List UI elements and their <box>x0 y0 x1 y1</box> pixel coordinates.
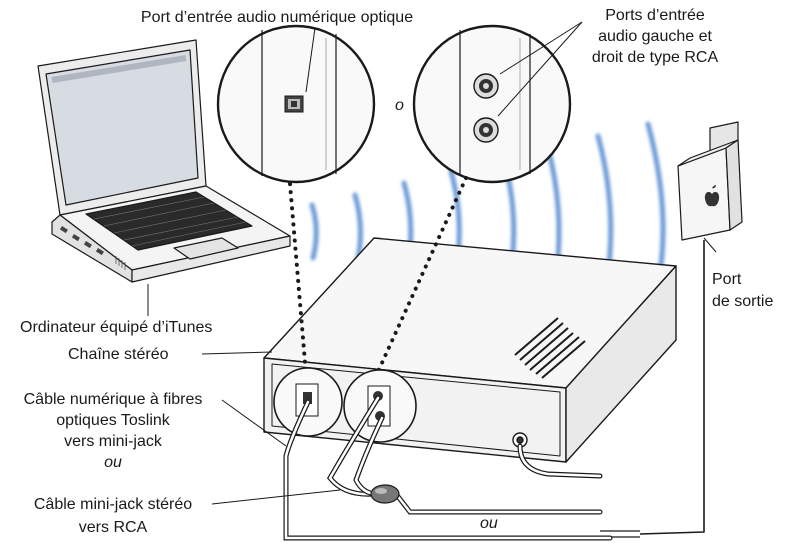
or-bottom-label: ou <box>480 515 498 532</box>
minijack-label-line2: vers RCA <box>78 519 148 536</box>
rca-ports-label-line2: audio gauche et <box>598 28 712 45</box>
output-port-label-line1: Port <box>712 271 742 288</box>
computer-label: Ordinateur équipé d’iTunes <box>20 319 213 336</box>
stereo-label: Chaîne stéréo <box>68 346 169 363</box>
rca-ports-label-line3: droit de type RCA <box>591 49 719 66</box>
airport-express-icon <box>600 121 743 538</box>
cables <box>283 395 613 541</box>
optical-port-icon <box>284 95 304 113</box>
toslink-label-line3: vers mini-jack <box>64 433 162 450</box>
minijack-label-line1: Câble mini-jack stéréo <box>33 496 193 513</box>
leader-lines <box>147 21 717 505</box>
or-between-cables-label: ou <box>104 454 122 471</box>
rca-ports-zoom <box>412 24 572 184</box>
or-between-ports-label: o <box>395 97 404 114</box>
toslink-label-line2: optiques Toslink <box>56 412 170 429</box>
apple-logo-icon <box>704 185 720 207</box>
rca-jack-icon <box>473 73 499 143</box>
output-port-label-line2: de sortie <box>712 293 774 310</box>
zoom-connector <box>288 176 468 378</box>
rca-ports-label-line1: Ports d’entrée <box>605 7 705 24</box>
optical-port-zoom <box>216 24 376 184</box>
laptop-icon <box>37 39 291 283</box>
toslink-label-line1: Câble numérique à fibres <box>23 391 203 408</box>
optical-input-label: Port d’entrée audio numérique optique <box>140 9 414 26</box>
cable-splitter <box>370 484 400 504</box>
